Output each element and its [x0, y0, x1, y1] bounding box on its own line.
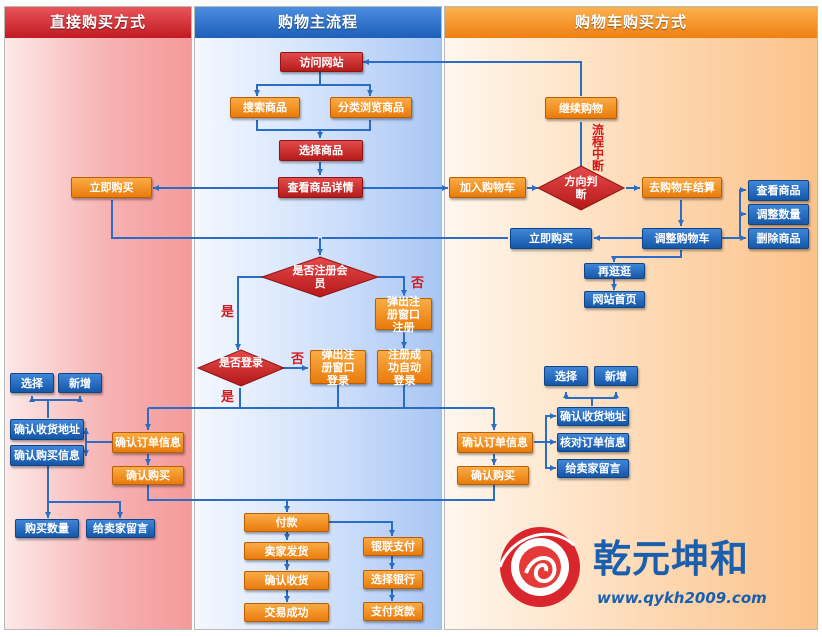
node-choose-bank: 选择银行 — [363, 570, 423, 589]
no-label-login: 否 — [291, 352, 305, 367]
node-adjust-cart: 调整购物车 — [642, 228, 722, 249]
node-right-message: 给卖家留言 — [557, 459, 629, 478]
node-browse-category: 分类浏览商品 — [330, 97, 412, 118]
decision-direction-label: 方向判断 — [564, 175, 598, 201]
decision-direction-diamond — [536, 165, 626, 211]
node-popup-register: 弹出注册窗口注册 — [375, 295, 432, 334]
flow-interrupted-label: 流程中断 — [591, 123, 604, 173]
node-search-goods: 搜索商品 — [230, 97, 300, 118]
lane-title-direct: 直接购买方式 — [5, 7, 191, 38]
logo-emblem-icon — [498, 527, 580, 607]
node-right-check-order: 核对订单信息 — [557, 433, 629, 452]
node-checkout-cart: 去购物车结算 — [642, 177, 722, 198]
node-browse-again: 再逛逛 — [584, 263, 645, 279]
node-register-success: 注册成功自动登录 — [377, 348, 432, 387]
logo-url: www.qykh2009.com — [597, 589, 767, 607]
node-visit-site: 访问网站 — [280, 52, 363, 72]
node-pay: 付款 — [244, 513, 329, 532]
lane-title-main: 购物主流程 — [195, 7, 441, 38]
yes-label-register: 是 — [221, 305, 235, 320]
node-right-select: 选择 — [544, 366, 588, 386]
yes-label-login: 是 — [221, 390, 235, 405]
node-adjust-qty: 调整数量 — [748, 204, 809, 225]
lane-cart-purchase: 购物车购买方式 — [444, 6, 818, 630]
node-seller-ship: 卖家发货 — [244, 542, 329, 560]
node-continue-shopping: 继续购物 — [545, 97, 617, 119]
decision-logged-in-diamond — [196, 349, 286, 387]
node-right-confirm-order: 确认订单信息 — [457, 432, 533, 453]
node-left-confirm-buy-info: 确认购买信息 — [10, 445, 84, 466]
node-delete-goods: 删除商品 — [748, 228, 809, 249]
node-trade-success: 交易成功 — [244, 603, 329, 622]
node-left-new: 新增 — [58, 373, 102, 393]
node-left-confirm-address: 确认收货地址 — [10, 419, 84, 440]
node-view-goods: 查看商品 — [748, 180, 809, 201]
logo-name: 乾元坤和 — [593, 537, 750, 581]
node-left-message: 给卖家留言 — [86, 519, 155, 538]
node-view-details: 查看商品详情 — [278, 177, 363, 198]
node-right-confirm-address: 确认收货地址 — [557, 407, 629, 426]
decision-logged-in-label: 是否登录 — [219, 356, 263, 369]
node-left-confirm-order: 确认订单信息 — [112, 432, 184, 453]
node-right-new: 新增 — [594, 366, 638, 386]
node-buy-now-left: 立即购买 — [71, 177, 152, 198]
no-label-register: 否 — [411, 276, 425, 291]
node-buy-quantity: 购买数量 — [15, 519, 79, 538]
node-left-select: 选择 — [10, 373, 54, 393]
node-pay-money: 支付货款 — [363, 602, 423, 621]
decision-registered-label: 是否注册会员 — [292, 264, 348, 290]
node-left-confirm-buy: 确认购买 — [112, 466, 184, 485]
node-unionpay: 银联支付 — [363, 537, 423, 556]
node-buy-now-right: 立即购买 — [510, 228, 592, 249]
node-confirm-receipt: 确认收货 — [244, 571, 329, 590]
node-site-home: 网站首页 — [584, 291, 645, 308]
node-right-confirm-buy: 确认购买 — [457, 466, 529, 485]
lane-title-cart: 购物车购买方式 — [445, 7, 817, 38]
node-select-goods: 选择商品 — [279, 140, 363, 161]
decision-registered-diamond — [260, 256, 380, 298]
node-add-to-cart: 加入购物车 — [449, 177, 526, 198]
node-popup-login: 弹出注册窗口登录 — [310, 348, 366, 387]
